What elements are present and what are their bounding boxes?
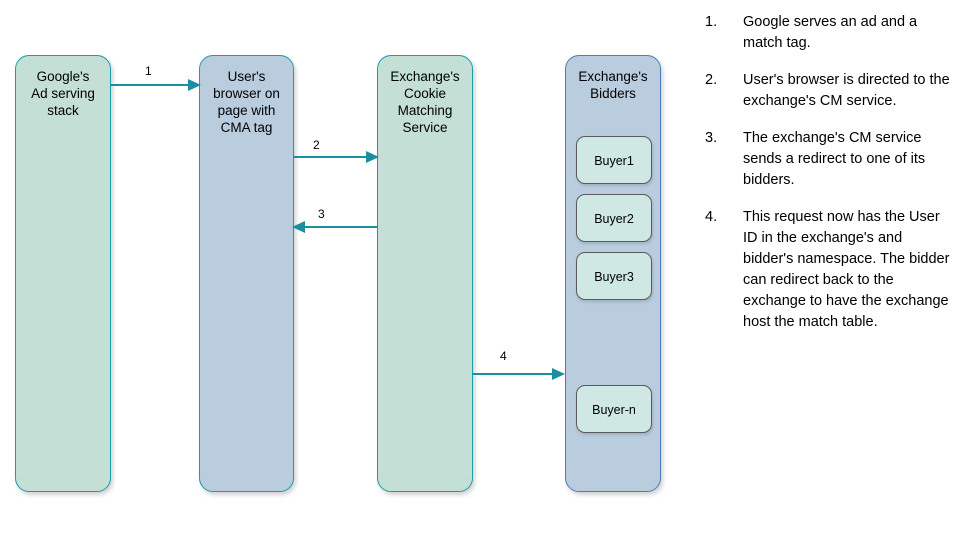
list-item: 2. User's browser is directed to the exc… [705, 70, 950, 112]
node-label: Exchange's Cookie Matching Service [390, 69, 460, 135]
arrow-2-head-icon [366, 150, 379, 163]
buyer-box-3[interactable]: Buyer3 [576, 252, 652, 300]
step-number: 4. [705, 209, 718, 225]
arrow-4-head-icon [552, 367, 565, 380]
node-user-browser[interactable]: User's browser on page with CMA tag [199, 55, 294, 492]
arrow-3-line [304, 226, 377, 228]
arrow-2-label: 2 [313, 138, 320, 152]
arrow-1-line [111, 84, 191, 86]
step-text: This request now has the User ID in the … [743, 209, 950, 330]
node-label: Exchange's Bidders [578, 69, 648, 101]
list-item: 3. The exchange's CM service sends a red… [705, 128, 950, 191]
node-label: Google's Ad serving stack [31, 69, 95, 118]
node-exchange-cookie-matching-service[interactable]: Exchange's Cookie Matching Service [377, 55, 473, 492]
numbered-steps-list: 1. Google serves an ad and a match tag. … [705, 12, 950, 349]
list-item: 1. Google serves an ad and a match tag. [705, 12, 950, 54]
node-label: User's browser on page with CMA tag [213, 69, 280, 135]
step-text: User's browser is directed to the exchan… [743, 72, 950, 109]
step-number: 2. [705, 72, 718, 88]
buyer-box-2[interactable]: Buyer2 [576, 194, 652, 242]
arrow-3-head-icon [292, 220, 305, 233]
arrow-1-head-icon [188, 78, 201, 91]
step-text: The exchange's CM service sends a redire… [743, 130, 926, 188]
list-item: 4. This request now has the User ID in t… [705, 207, 950, 333]
step-number: 1. [705, 14, 718, 30]
arrow-2-line [294, 156, 370, 158]
node-exchange-bidders[interactable]: Exchange's Bidders Buyer1 Buyer2 Buyer3 … [565, 55, 661, 492]
arrow-4-line [473, 373, 557, 375]
step-number: 3. [705, 130, 718, 146]
arrow-3-label: 3 [318, 207, 325, 221]
cookie-matching-diagram: Google's Ad serving stack User's browser… [15, 55, 661, 492]
arrow-1-label: 1 [145, 64, 152, 78]
buyer-box-n[interactable]: Buyer-n [576, 385, 652, 433]
buyer-box-1[interactable]: Buyer1 [576, 136, 652, 184]
node-google-ad-serving-stack[interactable]: Google's Ad serving stack [15, 55, 111, 492]
arrow-4-label: 4 [500, 349, 507, 363]
step-text: Google serves an ad and a match tag. [743, 14, 918, 51]
